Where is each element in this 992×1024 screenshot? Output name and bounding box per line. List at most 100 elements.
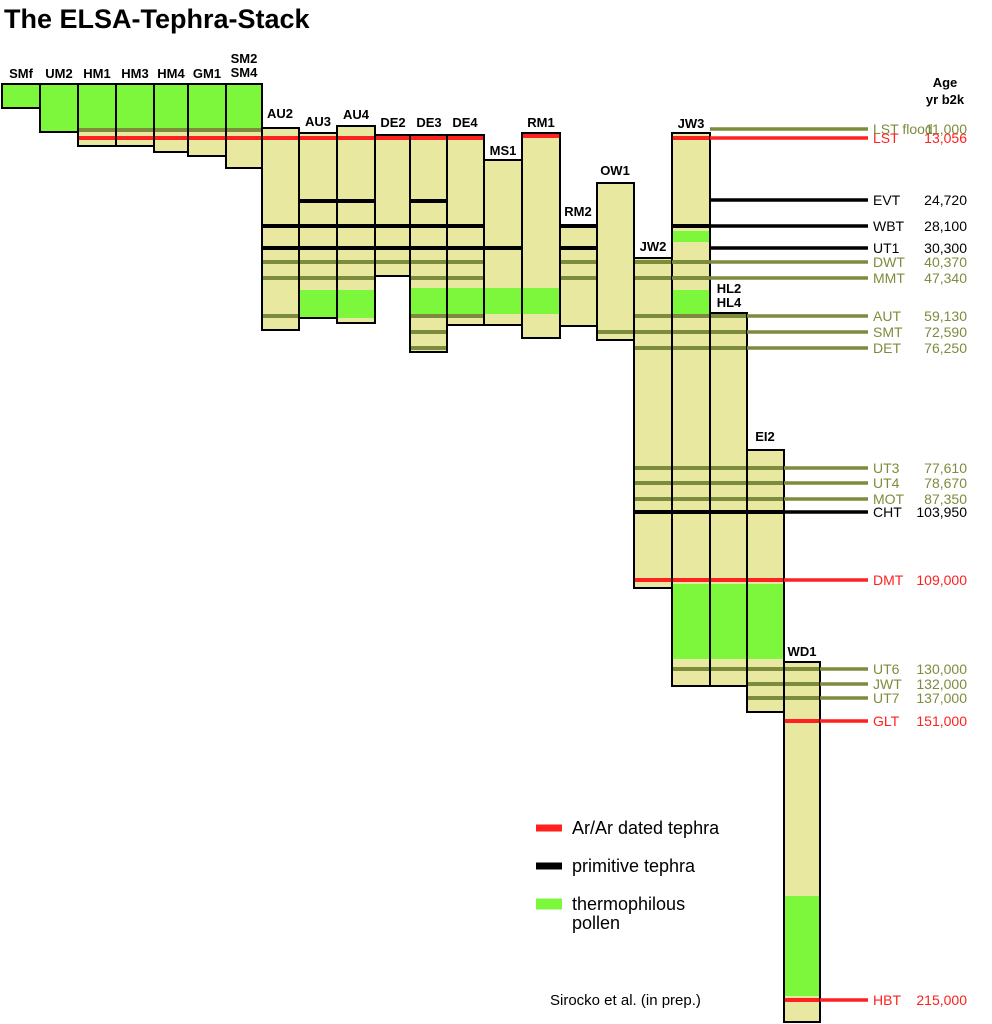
primitive-tephra-band [299, 199, 337, 203]
primitive-tephra-band [299, 246, 337, 250]
tephra-band [672, 314, 710, 318]
ar-ar-tephra-band [672, 578, 710, 582]
primitive-tephra-band [375, 224, 410, 228]
tephra-band [672, 497, 710, 501]
pollen-band [154, 84, 188, 128]
tephra-band [710, 314, 747, 318]
ar-ar-tephra-band [410, 136, 447, 140]
tephra-band [410, 276, 447, 280]
age-header: Age yr b2k [926, 75, 965, 107]
pollen-band [226, 84, 262, 128]
primitive-tephra-band [410, 224, 447, 228]
tephra-age-hbt: 215,000 [916, 992, 967, 1008]
tephra-band [784, 682, 820, 686]
tephra-band [410, 314, 447, 318]
ar-ar-tephra-band [116, 136, 154, 140]
core-hm1 [77, 83, 117, 147]
tephra-age-lst-flood: 11,000 [925, 121, 967, 137]
tephra-name-dwt: DWT [873, 254, 905, 270]
tephra-band [634, 314, 672, 318]
tephra-band [262, 276, 299, 280]
tephra-band [337, 260, 375, 264]
ar-ar-tephra-band [634, 578, 672, 582]
primitive-tephra-band [747, 510, 784, 514]
tephra-band [188, 128, 226, 132]
age-header-line1: Age [933, 75, 958, 90]
primitive-tephra-band [299, 224, 337, 228]
tephra-age-aut: 59,130 [924, 308, 967, 324]
pollen-band [188, 84, 226, 128]
ar-ar-tephra-band [262, 136, 299, 140]
core-sm2-sm4 [225, 83, 263, 169]
tephra-name-wbt: WBT [873, 218, 905, 234]
tephra-name-ut6: UT6 [873, 661, 900, 677]
tephra-band [784, 667, 820, 671]
age-header-line2: yr b2k [926, 92, 965, 107]
credit-text: Sirocko et al. (in prep.) [550, 992, 701, 1009]
tephra-band [634, 481, 672, 485]
core-body [560, 225, 597, 326]
core-label-hm3: HM3 [121, 66, 148, 81]
legend-label: primitive tephra [572, 856, 696, 876]
tephra-name-ut7: UT7 [873, 690, 900, 706]
tephra-band [634, 260, 672, 264]
tephra-name-aut: AUT [873, 308, 901, 324]
primitive-tephra-band [672, 510, 710, 514]
core-ms1 [483, 159, 523, 326]
tephra-band [410, 260, 447, 264]
primitive-tephra-band [634, 510, 672, 514]
pollen-band [784, 896, 820, 996]
ar-ar-tephra-band [784, 998, 820, 1002]
ar-ar-tephra-band [188, 136, 226, 140]
tephra-band [710, 667, 747, 671]
tephra-name-hbt: HBT [873, 992, 901, 1008]
legend-swatch [536, 862, 562, 870]
core-label-wd1: WD1 [788, 644, 817, 659]
tephra-band [672, 466, 710, 470]
legend-swatch [536, 898, 562, 910]
ar-ar-tephra-band [747, 578, 784, 582]
primitive-tephra-band [710, 510, 747, 514]
core-rm1 [521, 132, 561, 339]
pollen-band [447, 288, 484, 314]
tephra-name-lst-flood: LST flood [873, 121, 933, 137]
tephra-band [634, 497, 672, 501]
pollen-band [710, 584, 747, 659]
core-hl2-hl4 [709, 312, 748, 687]
tephra-name-ut3: UT3 [873, 460, 900, 476]
core-de2 [374, 134, 411, 277]
core-jw3 [671, 132, 711, 687]
cores-group [1, 83, 821, 1023]
core-body [597, 183, 634, 340]
pollen-band [522, 288, 560, 314]
core-outline [225, 83, 263, 169]
primitive-tephra-band [410, 199, 447, 203]
core-label-au3: AU3 [305, 114, 331, 129]
tephra-band [672, 667, 710, 671]
tephra-band [747, 466, 784, 470]
core-au2 [261, 127, 300, 331]
ar-ar-tephra-band [522, 134, 560, 138]
ar-ar-tephra-band [299, 136, 337, 140]
tephra-name-ut4: UT4 [873, 475, 900, 491]
tephra-age-dwt: 40,370 [924, 254, 967, 270]
tephra-band [410, 330, 447, 334]
pollen-band [484, 288, 522, 314]
primitive-tephra-band [375, 246, 410, 250]
core-jw2 [633, 257, 673, 589]
core-label-jw2: JW2 [640, 239, 667, 254]
primitive-tephra-band [262, 246, 299, 250]
tephra-age-mmt: 47,340 [924, 270, 967, 286]
tephra-band [710, 497, 747, 501]
tephra-age-ut3: 77,610 [924, 460, 967, 476]
core-label-ms1: MS1 [490, 143, 517, 158]
tephra-band [710, 466, 747, 470]
tephra-connector-lines [672, 127, 868, 1002]
ar-ar-tephra-band [78, 136, 116, 140]
tephra-band [116, 128, 154, 132]
primitive-tephra-band [672, 224, 710, 228]
core-de3 [409, 134, 448, 353]
